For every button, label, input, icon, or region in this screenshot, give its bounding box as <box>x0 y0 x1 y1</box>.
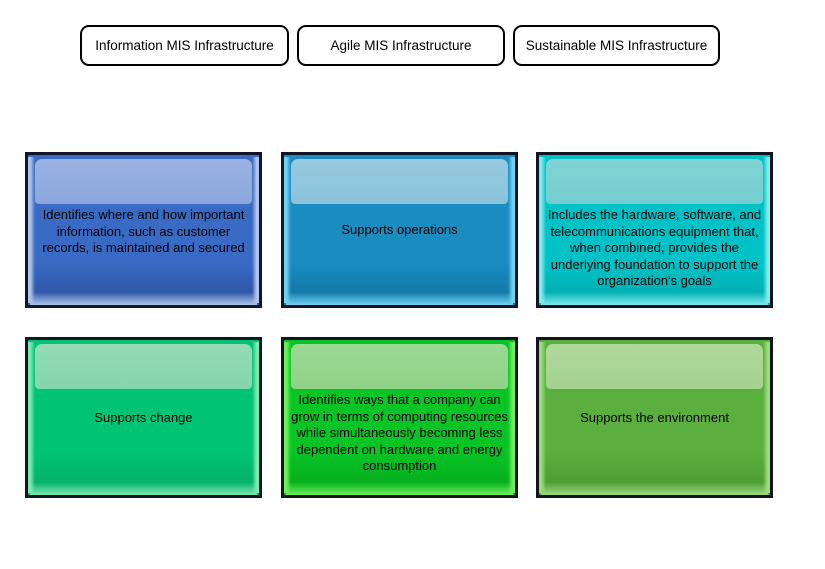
tile-gloss-panel <box>291 159 508 204</box>
tile-right-bevel <box>252 342 259 493</box>
tile-inner: Supports change <box>28 340 259 495</box>
tile-information-supports-change[interactable]: Supports change <box>25 337 262 498</box>
tile-bottom-bevel <box>541 482 768 495</box>
header-box-label: Information MIS Infrastructure <box>95 38 274 53</box>
tile-bottom-bevel <box>286 292 513 305</box>
tile-left-bevel <box>28 342 35 493</box>
tile-agile-supports-operations[interactable]: Supports operations <box>281 152 518 308</box>
tile-label: Includes the hardware, software, and tel… <box>547 207 762 288</box>
tile-gloss-panel <box>291 344 508 389</box>
tile-inner: Supports operations <box>284 155 515 305</box>
tile-label: Supports the environment <box>580 409 729 425</box>
tile-gloss-panel <box>546 159 763 204</box>
tile-left-bevel <box>539 342 546 493</box>
tile-label: Supports operations <box>341 221 458 237</box>
tile-left-bevel <box>28 157 35 303</box>
header-box-information-mis-infrastructure[interactable]: Information MIS Infrastructure <box>80 25 289 66</box>
header-box-label: Agile MIS Infrastructure <box>330 38 472 53</box>
tile-information-identifies[interactable]: Identifies where and how important infor… <box>25 152 262 308</box>
tile-sustainable-includes-hardware[interactable]: Includes the hardware, software, and tel… <box>536 152 773 308</box>
header-box-label: Sustainable MIS Infrastructure <box>525 38 708 53</box>
tile-right-bevel <box>763 157 770 303</box>
tile-left-bevel <box>284 342 291 493</box>
header-box-sustainable-mis-infrastructure[interactable]: Sustainable MIS Infrastructure <box>513 25 720 66</box>
tile-left-bevel <box>539 157 546 303</box>
tile-inner: Identifies where and how important infor… <box>28 155 259 305</box>
tile-left-bevel <box>284 157 291 303</box>
category-header-row: Information MIS Infrastructure Agile MIS… <box>0 0 825 90</box>
tile-label: Identifies ways that a company can grow … <box>291 392 508 473</box>
tile-right-bevel <box>763 342 770 493</box>
tile-inner: Includes the hardware, software, and tel… <box>539 155 770 305</box>
tile-label: Supports change <box>94 409 193 425</box>
tile-right-bevel <box>508 342 515 493</box>
tile-right-bevel <box>508 157 515 303</box>
tile-inner: Supports the environment <box>539 340 770 495</box>
tile-sustainable-supports-environment[interactable]: Supports the environment <box>536 337 773 498</box>
tile-label: Identifies where and how important infor… <box>42 207 245 255</box>
tile-bottom-bevel <box>286 482 513 495</box>
tile-bottom-bevel <box>30 482 257 495</box>
tile-agile-identifies-ways[interactable]: Identifies ways that a company can grow … <box>281 337 518 498</box>
tile-bottom-bevel <box>30 292 257 305</box>
tile-gloss-panel <box>35 159 252 204</box>
tile-bottom-bevel <box>541 292 768 305</box>
header-box-agile-mis-infrastructure[interactable]: Agile MIS Infrastructure <box>297 25 505 66</box>
tile-gloss-panel <box>546 344 763 389</box>
tile-gloss-panel <box>35 344 252 389</box>
tile-right-bevel <box>252 157 259 303</box>
tile-inner: Identifies ways that a company can grow … <box>284 340 515 495</box>
